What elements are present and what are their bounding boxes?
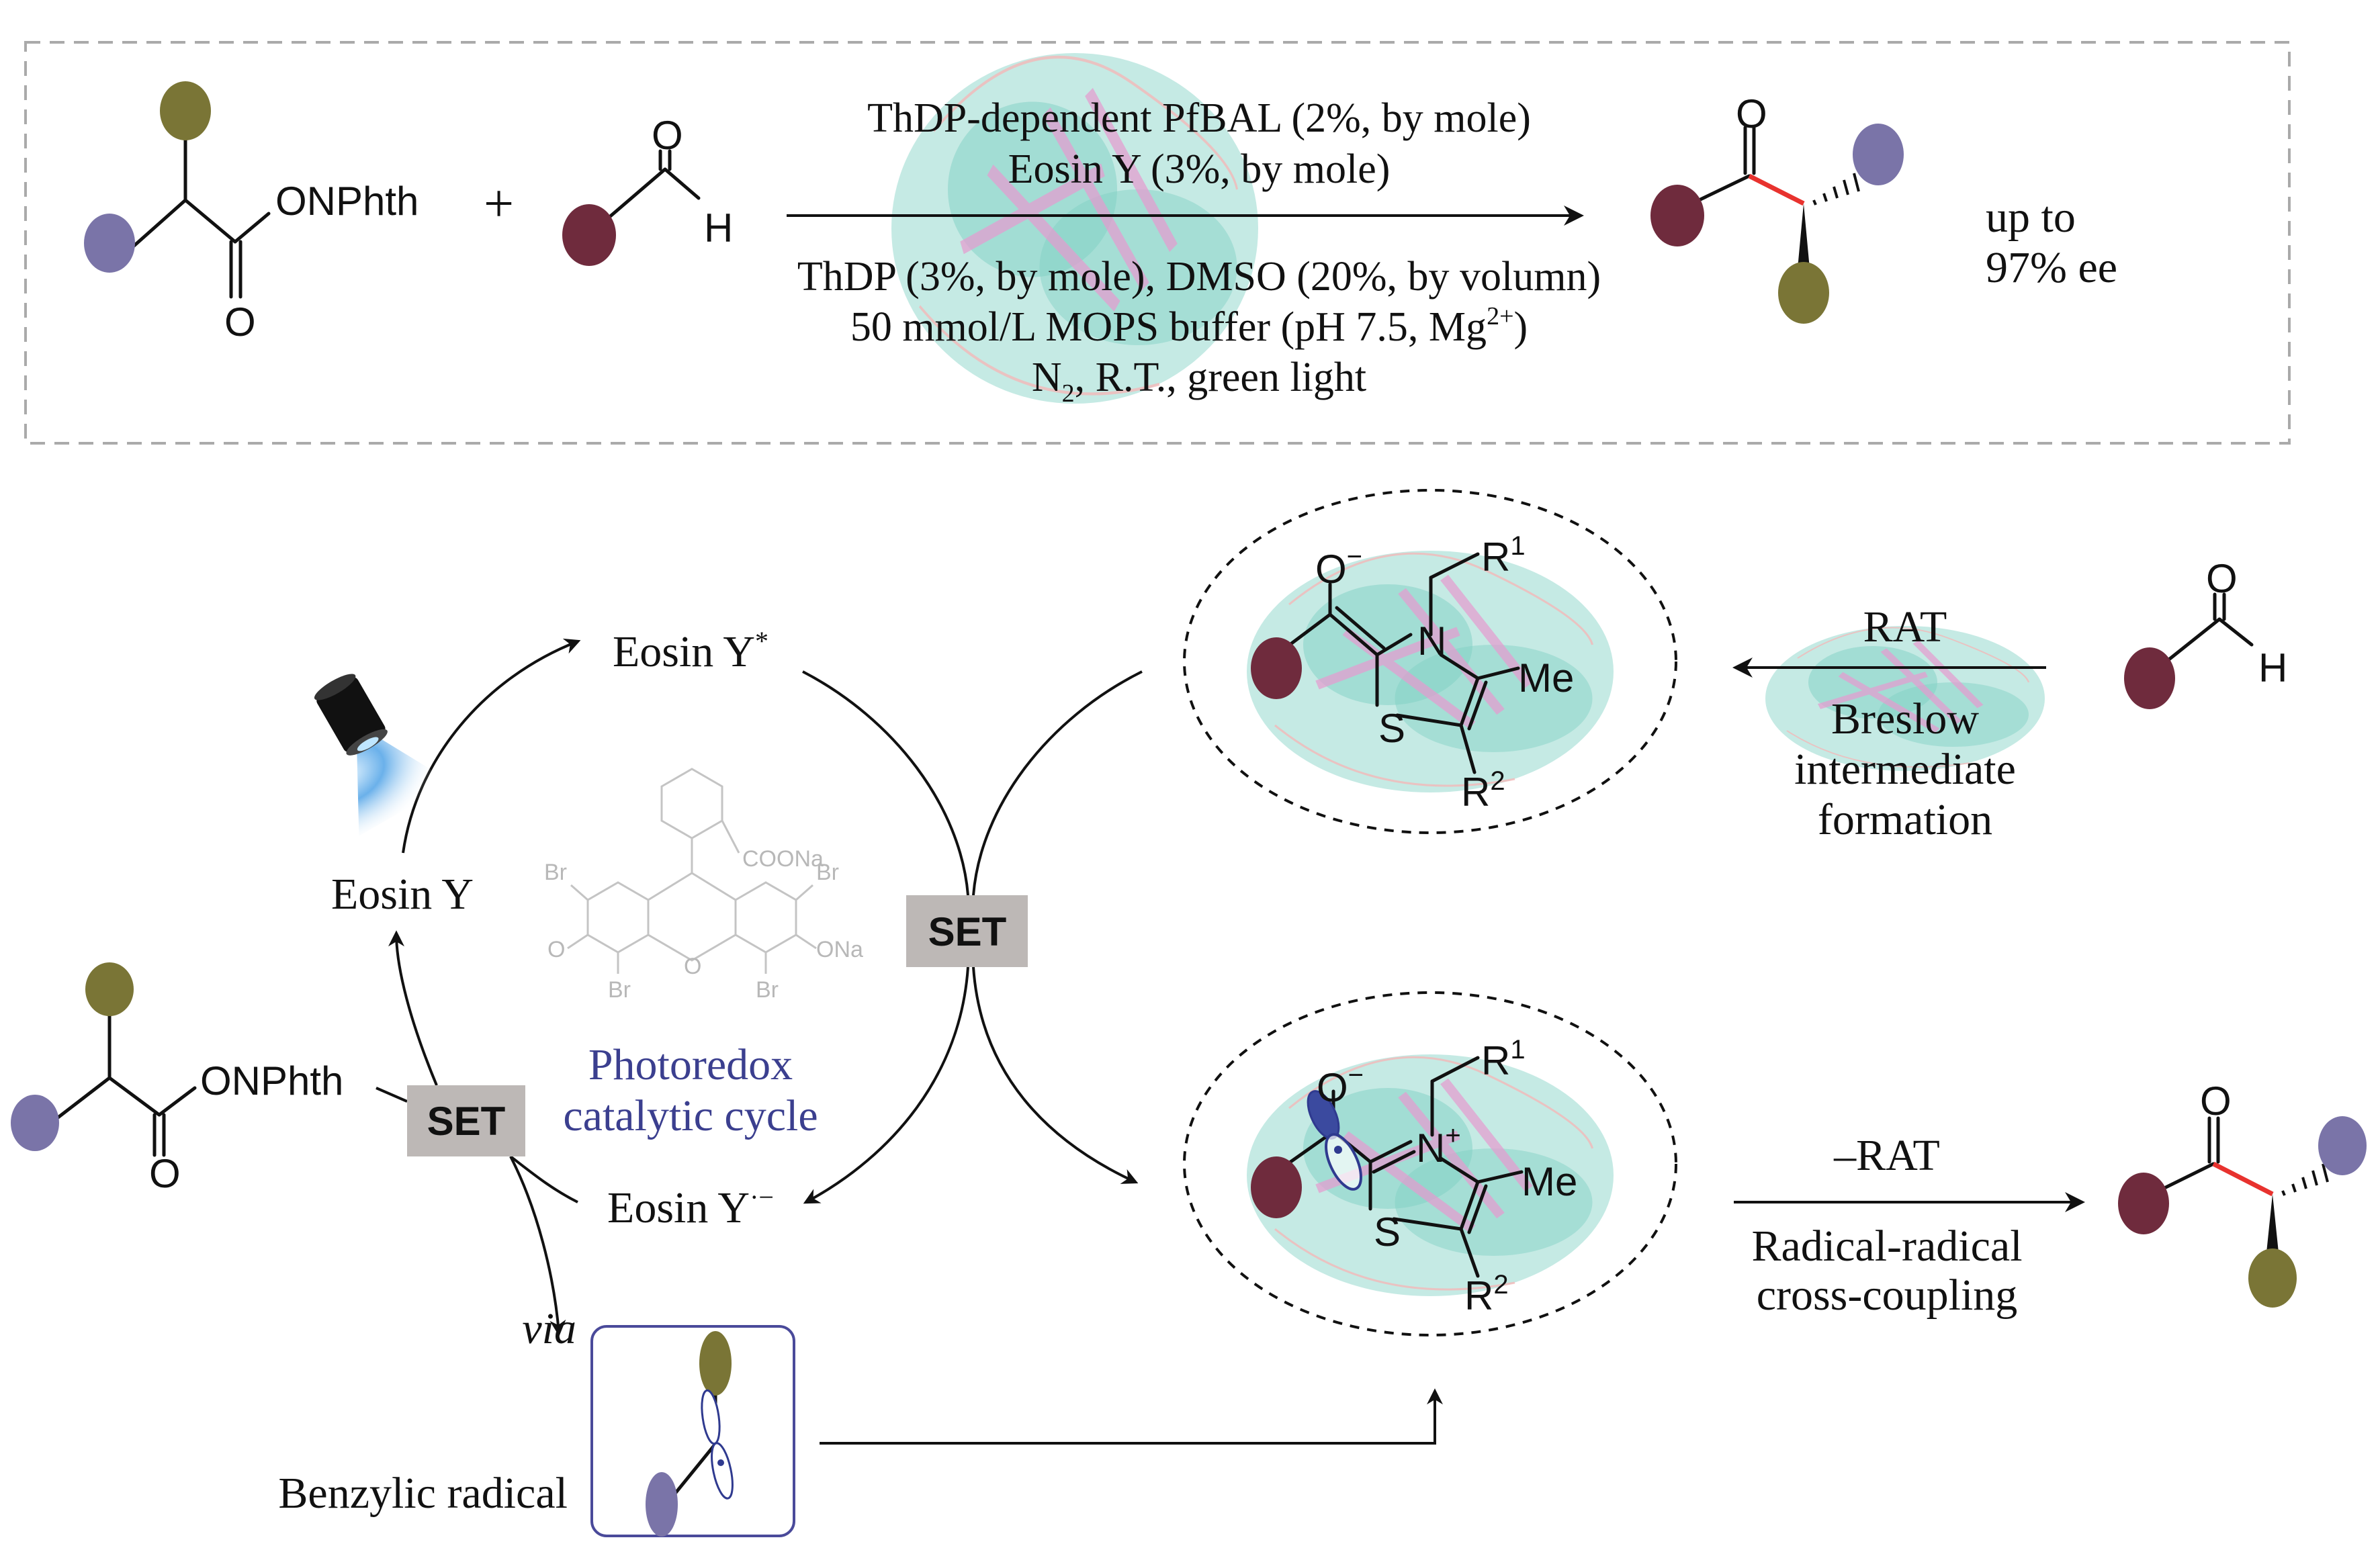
- minus-rat-label: –RAT: [1833, 1131, 1940, 1180]
- photoredox-cycle: Eosin Y* Eosin Y Eosin Y·− Photoredox ca…: [314, 626, 1143, 1336]
- condition-atmosphere-light: N2, R.T., green light: [1032, 355, 1366, 408]
- condition-cofactor-solvent: ThDP (3%, by mole), DMSO (20%, by volumn…: [797, 254, 1601, 300]
- svg-text:Br: Br: [756, 977, 779, 1003]
- ee-line-1: up to: [1986, 193, 2076, 242]
- substituent-lavender: [646, 1472, 678, 1537]
- reaction-conditions: ThDP-dependent PfBAL (2%, by mole) Eosin…: [797, 95, 1601, 408]
- product-ketone-bottom: O: [2118, 1079, 2367, 1308]
- substituent-olive: [85, 962, 134, 1016]
- aldehyde-oxygen: O: [652, 113, 683, 158]
- aldehyde-reactant-right: O H: [2124, 556, 2287, 709]
- ee-value: 97% ee: [1986, 243, 2117, 292]
- coupling-below-line-2: cross-coupling: [1757, 1271, 2018, 1320]
- benzylic-radical-box: [590, 1325, 795, 1537]
- substituent-lavender: [11, 1095, 59, 1151]
- p-orbital-icon: [701, 1389, 734, 1500]
- substituent-lavender: [1853, 124, 1904, 185]
- rat-below-line-3: formation: [1818, 795, 1992, 844]
- eosin-y-structure: COONa Br Br O O ONa Br Br: [544, 768, 863, 1003]
- eosin-y-excited: Eosin Y*: [613, 626, 768, 676]
- substituent-olive: [160, 81, 211, 140]
- svg-text:ONa: ONa: [816, 937, 863, 962]
- via-label: via: [522, 1304, 576, 1353]
- svg-text:Me: Me: [1522, 1159, 1577, 1204]
- substrate-redox-active-ester: ONPhth O: [84, 81, 418, 345]
- onphth-label: ONPhth: [275, 179, 418, 224]
- breslow-intermediate: O− R1 N Me S R2: [1183, 489, 1677, 834]
- eosin-y-ground: Eosin Y: [331, 870, 474, 919]
- aldehyde-reactant: O H: [562, 113, 733, 266]
- svg-text:Me: Me: [1518, 655, 1574, 700]
- substituent-maroon: [1251, 637, 1302, 699]
- svg-text:Br: Br: [544, 860, 567, 885]
- condition-enzyme: ThDP-dependent PfBAL (2%, by mole): [867, 95, 1531, 141]
- svg-text:N+: N+: [1416, 1121, 1461, 1171]
- svg-text:R1: R1: [1481, 1035, 1526, 1083]
- svg-text:O−: O−: [1315, 542, 1362, 592]
- substituent-olive: [1778, 262, 1829, 324]
- set-box-right: SET: [906, 895, 1028, 967]
- carbonyl-oxygen: O: [224, 300, 256, 345]
- cycle-title-line-1: Photoredox: [588, 1040, 793, 1089]
- condition-photocatalyst: Eosin Y (3%, by mole): [1008, 146, 1391, 192]
- svg-text:O: O: [547, 937, 565, 962]
- substituent-lavender: [84, 214, 135, 273]
- p-orbital-icon: [1307, 1090, 1362, 1191]
- substituent-olive: [699, 1331, 732, 1396]
- cycle-title-line-2: catalytic cycle: [563, 1091, 818, 1140]
- svg-text:S: S: [1374, 1210, 1401, 1255]
- substituent-lavender: [2318, 1116, 2367, 1175]
- product-oxygen: O: [1736, 91, 1767, 136]
- svg-text:O−: O−: [1317, 1060, 1364, 1110]
- set-box-left: SET: [407, 1085, 525, 1156]
- carbonyl-oxygen-bottom: O: [149, 1151, 181, 1196]
- svg-text:COONa: COONa: [742, 846, 824, 872]
- coupling-below-line-1: Radical-radical: [1751, 1222, 2022, 1271]
- svg-text:R2: R2: [1464, 1270, 1509, 1318]
- substituent-maroon: [1251, 1156, 1302, 1218]
- eosin-y-radical-anion: Eosin Y·−: [607, 1182, 774, 1232]
- onphth-label-bottom: ONPhth: [200, 1058, 343, 1103]
- rat-below-line-2: intermediate: [1794, 745, 2016, 794]
- svg-text:SET: SET: [928, 909, 1007, 954]
- aldehyde-hydrogen: H: [704, 206, 733, 251]
- svg-text:O: O: [684, 954, 701, 979]
- substituent-maroon: [562, 204, 616, 266]
- condition-buffer: 50 mmol/L MOPS buffer (pH 7.5, Mg2+): [850, 302, 1528, 350]
- benzylic-radical-label: Benzylic radical: [278, 1469, 568, 1518]
- svg-text:H: H: [2258, 645, 2287, 690]
- rat-label: RAT: [1863, 602, 1947, 651]
- svg-text:O: O: [2206, 556, 2238, 601]
- svg-text:R1: R1: [1481, 531, 1526, 580]
- rat-below-line-1: Breslow: [1831, 694, 1979, 743]
- svg-text:N: N: [1417, 619, 1446, 664]
- product-oxygen: O: [2200, 1079, 2232, 1124]
- svg-text:Br: Br: [816, 860, 839, 885]
- substituent-maroon: [2124, 647, 2175, 709]
- flashlight-icon: [314, 674, 452, 836]
- substrate-redox-active-ester-bottom: ONPhth O: [11, 962, 343, 1196]
- substituent-maroon: [2118, 1173, 2169, 1234]
- svg-text:S: S: [1378, 706, 1405, 751]
- ketyl-radical-intermediate: O− R1 N+ Me S R2: [1183, 991, 1677, 1336]
- top-scheme-frame: [24, 41, 2291, 445]
- substituent-olive: [2248, 1248, 2297, 1308]
- svg-text:SET: SET: [427, 1099, 506, 1144]
- svg-text:R2: R2: [1461, 766, 1505, 815]
- radical-to-intermediate-arrow: [820, 1388, 1443, 1445]
- svg-text:Br: Br: [608, 977, 631, 1003]
- plus-sign: +: [484, 175, 514, 234]
- product-ketone-top: O: [1650, 91, 1904, 324]
- substituent-maroon: [1650, 185, 1704, 246]
